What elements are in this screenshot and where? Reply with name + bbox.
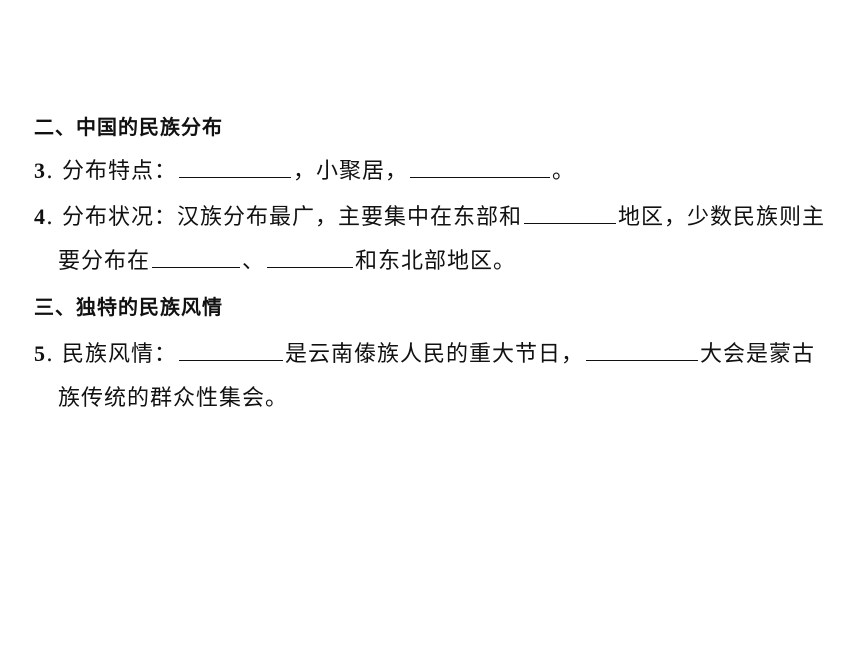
- answer-blank[interactable]: [152, 247, 241, 268]
- question-text: ，小聚居，: [293, 159, 409, 184]
- question-text: 要分布在: [58, 249, 151, 274]
- answer-blank[interactable]: [179, 157, 291, 178]
- question-text: 和东北部地区。: [355, 249, 517, 274]
- question-3: 3. 分布特点： ，小聚居， 。: [34, 156, 575, 187]
- section-heading-ethnic-customs: 三、独特的民族风情: [34, 295, 223, 319]
- question-text: 地区，少数民族则主: [618, 205, 826, 230]
- question-number: 5: [34, 341, 46, 366]
- answer-blank[interactable]: [410, 157, 551, 178]
- question-4-line-1: 4. 分布状况：汉族分布最广，主要集中在东部和 地区，少数民族则主: [34, 202, 825, 233]
- question-text: . 民族风情：: [46, 342, 177, 367]
- question-number: 3: [34, 158, 46, 183]
- question-text: . 分布状况：汉族分布最广，主要集中在东部和: [46, 205, 522, 230]
- question-5-line-2: 族传统的群众性集会。: [58, 386, 289, 411]
- answer-blank[interactable]: [179, 340, 283, 361]
- question-number: 4: [34, 204, 46, 229]
- question-5-line-1: 5. 民族风情： 是云南傣族人民的重大节日， 大会是蒙古: [34, 339, 815, 370]
- section-heading-ethnic-distribution: 二、中国的民族分布: [34, 115, 223, 139]
- question-text: 。: [552, 159, 576, 184]
- answer-blank[interactable]: [267, 247, 354, 268]
- question-4-line-2: 要分布在 、 和东北部地区。: [58, 247, 516, 277]
- question-text: . 分布特点：: [46, 159, 177, 184]
- answer-blank[interactable]: [586, 340, 699, 361]
- answer-blank[interactable]: [524, 203, 616, 224]
- question-text: 、: [242, 249, 266, 274]
- question-text: 大会是蒙古: [700, 342, 816, 367]
- question-text: 是云南傣族人民的重大节日，: [285, 342, 585, 367]
